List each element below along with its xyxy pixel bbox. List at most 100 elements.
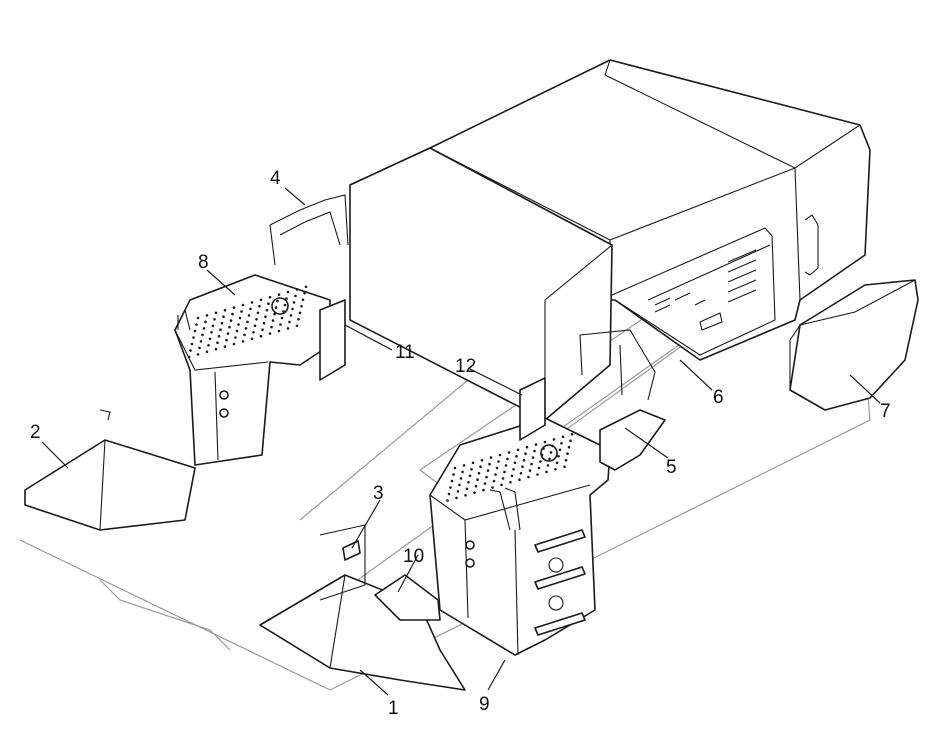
right-tank-9	[429, 417, 611, 656]
perforation-dot	[488, 462, 491, 466]
perforation-dot	[536, 473, 539, 476]
perforation-dot	[196, 353, 200, 356]
perforation-dot	[268, 332, 272, 335]
perforation-dot	[247, 314, 251, 317]
perforation-dot	[524, 452, 527, 456]
handrail-4	[269, 194, 349, 266]
perforation-dot	[286, 290, 290, 294]
perforation-dot	[268, 295, 272, 299]
perforation-dot	[262, 321, 266, 325]
perforation-dot	[210, 331, 213, 334]
perforation-dot	[195, 323, 198, 326]
perforation-dot	[447, 492, 451, 496]
perforation-dot	[504, 464, 508, 467]
perforation-dot	[283, 303, 287, 307]
perforation-dot	[465, 487, 469, 491]
perforation-dot	[295, 324, 299, 328]
perforation-dot	[303, 292, 306, 295]
perforation-dot	[264, 315, 267, 319]
bracket-12	[519, 377, 546, 441]
perforation-dot	[530, 462, 533, 466]
perforation-dot	[554, 468, 557, 471]
perforation-dot	[452, 473, 455, 476]
perforation-dot	[569, 439, 572, 443]
perforation-dot	[489, 456, 493, 459]
perforation-dot	[483, 482, 487, 485]
perforation-dot	[234, 336, 237, 339]
perforation-dot	[546, 464, 550, 467]
perforation-dot	[282, 310, 285, 313]
perforation-dot	[267, 302, 270, 306]
perforation-dot	[461, 470, 464, 474]
perforation-dot	[527, 475, 530, 479]
perforation-dot	[500, 483, 503, 487]
perforation-dot	[201, 333, 204, 337]
perforation-dot	[213, 318, 216, 321]
perforation-dot	[294, 294, 297, 298]
perforation-dot	[446, 499, 449, 502]
perforation-dot	[471, 461, 475, 465]
perforation-dot	[295, 288, 299, 291]
perforation-dot	[453, 466, 457, 470]
perforation-dot	[225, 338, 228, 342]
perforation-dot	[482, 488, 485, 492]
perforation-dot	[190, 342, 194, 346]
callout-3: 3	[373, 483, 384, 504]
perforation-dot	[277, 329, 281, 333]
counterweight-7	[789, 279, 919, 411]
perforation-dot	[506, 457, 509, 461]
perforation-dot	[270, 325, 273, 329]
rail-5	[579, 329, 666, 471]
perforation-dot	[204, 320, 207, 324]
perforation-dot	[237, 323, 240, 326]
perforation-dot	[238, 316, 242, 320]
perforation-dot	[507, 451, 511, 454]
perforation-dot	[542, 447, 545, 450]
perforation-dot	[223, 345, 227, 348]
perforation-dot	[219, 328, 222, 332]
perforation-dot	[205, 350, 209, 354]
perforation-dot	[279, 323, 282, 326]
perforation-dot	[450, 479, 454, 483]
perforation-dot	[474, 484, 478, 488]
perforation-dot	[187, 355, 191, 359]
perforation-dot	[476, 478, 479, 482]
perforation-dot	[228, 325, 231, 329]
perforation-dot	[256, 311, 260, 315]
perforation-dot	[229, 319, 233, 322]
perforation-dot	[485, 475, 488, 479]
perforation-dot	[216, 341, 219, 345]
step-10	[374, 574, 441, 621]
perforation-dot	[208, 337, 212, 341]
perforation-dot	[217, 334, 221, 338]
perforation-dot	[244, 327, 248, 330]
perforation-dot	[449, 486, 452, 489]
right-tank-perforations	[446, 432, 574, 502]
perforation-dot	[280, 316, 284, 320]
perforation-dot	[285, 297, 288, 300]
perforation-dot	[220, 321, 224, 325]
perforation-dot	[192, 336, 195, 339]
perforation-dot	[528, 469, 532, 472]
perforation-dot	[521, 465, 524, 469]
perforation-dot	[492, 479, 496, 483]
perforation-dot	[258, 305, 261, 308]
perforation-dot	[277, 293, 281, 296]
perforation-dot	[510, 474, 514, 478]
perforation-dot	[456, 490, 460, 493]
perforation-dot	[537, 466, 541, 470]
perforation-dot	[555, 461, 559, 465]
perforation-dot	[563, 465, 566, 469]
perforation-dot	[261, 328, 264, 332]
perforation-dot	[512, 468, 515, 471]
perforation-dot	[498, 453, 502, 457]
perforation-dot	[253, 324, 257, 328]
perforation-dot	[558, 448, 562, 452]
callout-9: 9	[479, 694, 490, 715]
perforation-dot	[297, 318, 300, 321]
perforation-dot	[198, 346, 201, 350]
perforation-dot	[255, 318, 258, 321]
perforation-dot	[464, 494, 467, 497]
perforation-dot	[509, 481, 512, 484]
